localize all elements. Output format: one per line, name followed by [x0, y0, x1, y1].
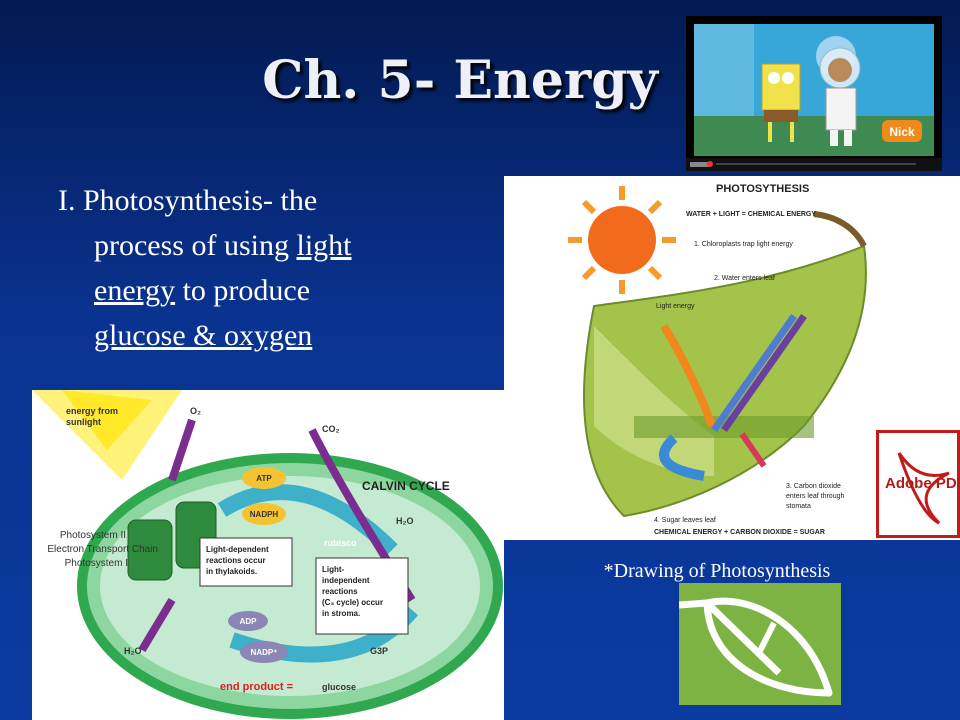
drawing-step3a: 3. Carbon dioxide — [786, 483, 841, 490]
drawing-step4: 4. Sugar leaves leaf — [654, 517, 716, 524]
pdf-label: Adobe PDF — [885, 475, 960, 492]
label-rubisco: rubisco — [324, 538, 357, 548]
link-energy[interactable]: energy — [94, 274, 176, 307]
label-adp: ADP — [240, 617, 258, 626]
video-thumbnail[interactable]: Nick — [686, 16, 942, 171]
pdf-icon[interactable]: Adobe PDF — [876, 430, 960, 538]
label-glucose: glucose — [322, 682, 356, 692]
label-ld-3: in thylakoids. — [206, 567, 257, 576]
label-li-3: reactions — [322, 587, 358, 596]
label-nadp: NADP⁺ — [251, 648, 278, 657]
calvin-cycle-diagram: energy from sunlight O₂ CO₂ ATP NADPH CA… — [32, 390, 504, 720]
slide-title: Ch. 5- Energy — [262, 50, 658, 111]
bullet-line-1: I. Photosynthesis- the — [58, 184, 318, 217]
drawing-step2: 2. Water enters leaf — [714, 275, 775, 282]
label-co2: CO₂ — [322, 424, 340, 434]
label-o2: O₂ — [190, 406, 201, 416]
label-ps2: Photosystem II — [60, 530, 126, 541]
drawing-step1: 1. Chloroplasts trap light energy — [694, 241, 793, 248]
label-li-5: in stroma. — [322, 609, 360, 618]
label-ld-2: reactions occur — [206, 556, 266, 565]
label-nadph: NADPH — [250, 510, 279, 519]
label-g3p: G3P — [370, 646, 388, 656]
label-h2o-left: H₂O — [124, 646, 142, 656]
drawing-footer: CHEMICAL ENERGY + CARBON DIOXIDE = SUGAR — [654, 529, 825, 536]
link-light[interactable]: light — [296, 229, 352, 262]
bullet-line-3: energy to produce — [58, 268, 478, 313]
label-li-4: (C₃ cycle) occur — [322, 598, 383, 607]
drawing-light: Light energy — [656, 303, 695, 310]
drawing-title: PHOTOSYTHESIS — [716, 183, 809, 195]
label-ps1: Photosystem I — [65, 558, 128, 569]
label-sunlight-1: energy from — [66, 406, 118, 416]
bullet-text: to produce — [175, 274, 311, 307]
drawing-equation: WATER + LIGHT = CHEMICAL ENERGY — [686, 211, 816, 218]
sun-icon — [568, 186, 676, 294]
drawing-step3c: stomata — [786, 503, 811, 510]
label-h2o-right: H₂O — [396, 516, 414, 526]
label-atp: ATP — [256, 474, 272, 483]
label-sunlight-2: sunlight — [66, 417, 101, 427]
sun-icon — [32, 390, 182, 480]
bullet-line-2: process of using light — [58, 223, 478, 268]
link-glucose-oxygen[interactable]: glucose & oxygen — [94, 319, 313, 352]
label-end-product: end product = — [220, 681, 293, 693]
bullet-photosynthesis: I. Photosynthesis- the process of using … — [58, 178, 478, 358]
photosynthesis-drawing: PHOTOSYTHESIS WATER + LIGHT = CHEMICAL E… — [504, 176, 960, 540]
nick-logo: Nick — [889, 125, 915, 139]
label-ld-1: Light-dependent — [206, 545, 269, 554]
bullet-line-4: glucose & oxygen — [58, 313, 478, 358]
label-li-1: Light- — [322, 565, 345, 574]
label-calvin-cycle: CALVIN CYCLE — [362, 479, 450, 493]
drawing-caption: *Drawing of Photosynthesis — [603, 560, 831, 582]
label-etc: Electron Transport Chain — [47, 544, 158, 555]
bullet-text: process of using — [94, 229, 297, 262]
leaf-icon — [678, 583, 841, 705]
drawing-step3b: enters leaf through — [786, 493, 844, 500]
label-li-2: independent — [322, 576, 370, 585]
